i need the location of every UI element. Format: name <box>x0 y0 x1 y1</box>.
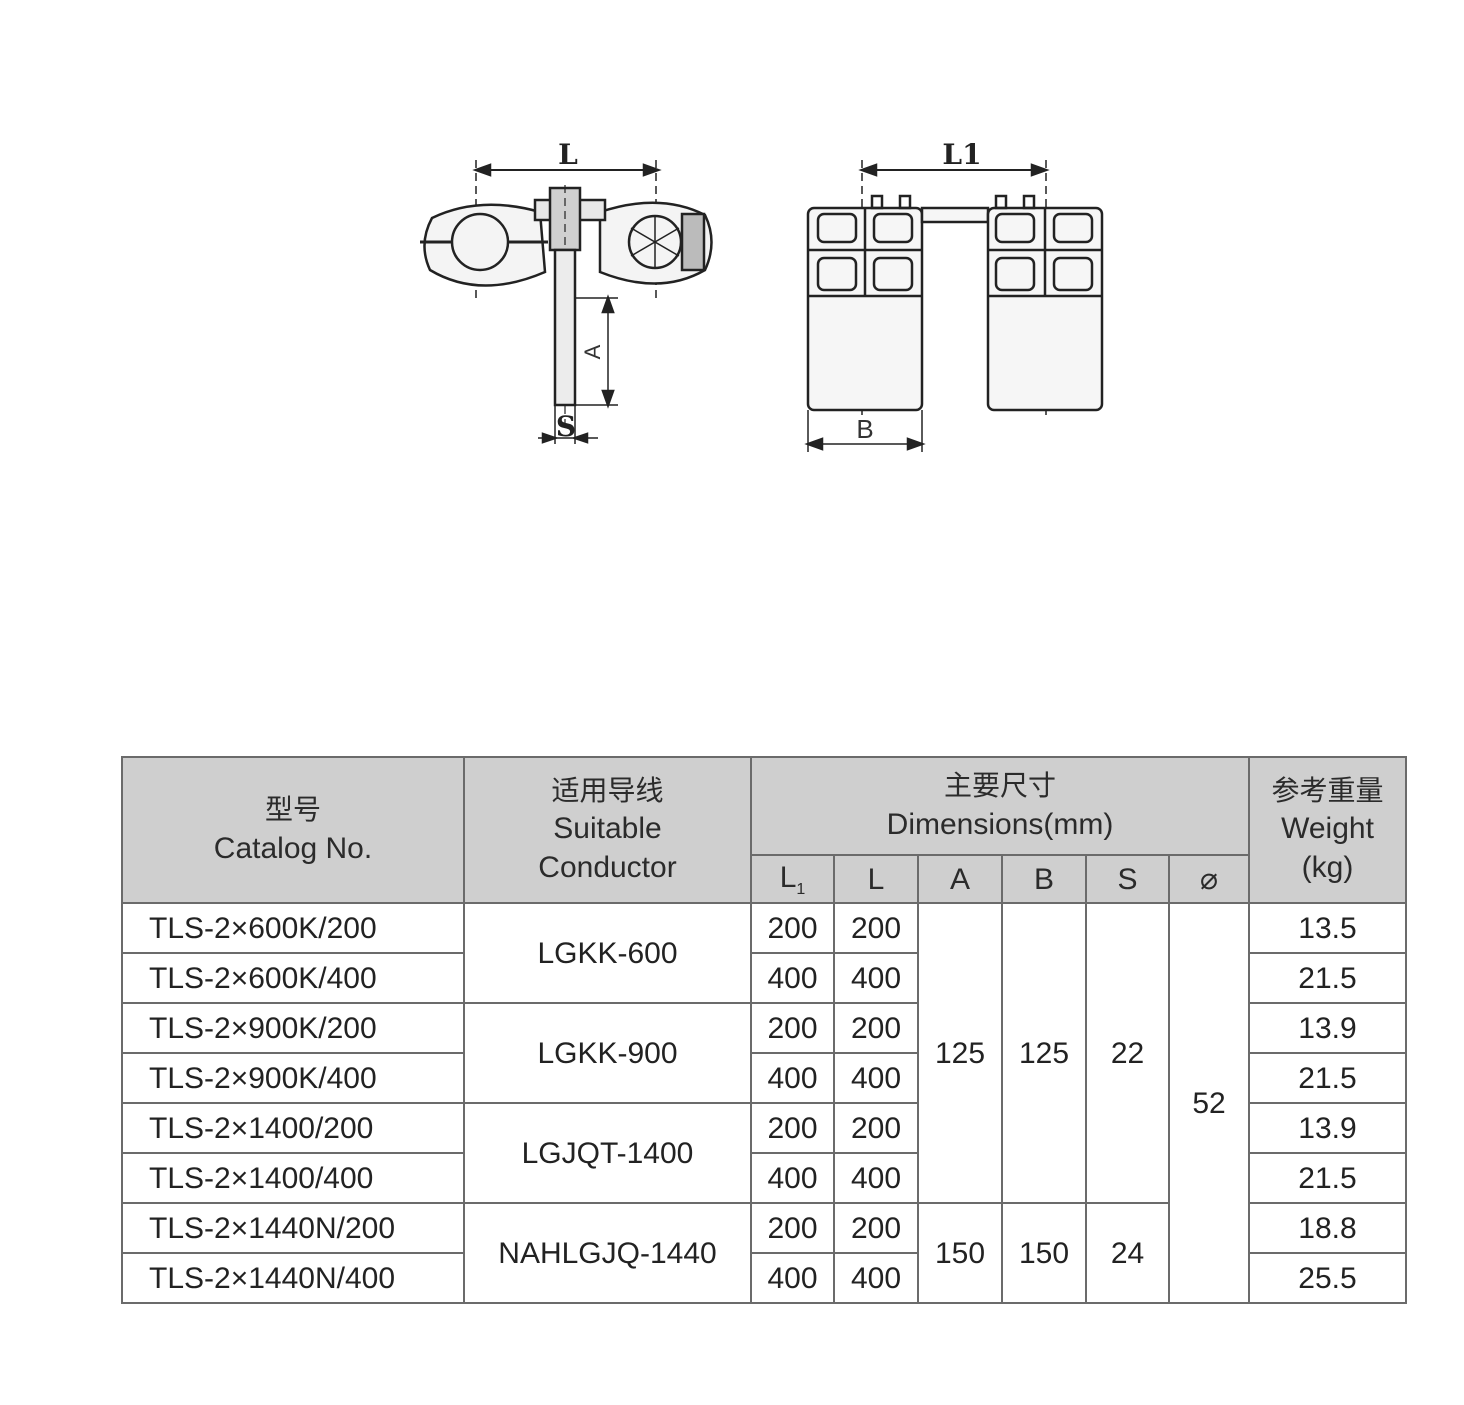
header-weight-en-1: Weight <box>1281 812 1374 846</box>
header-conductor-en-2: Conductor <box>538 851 677 885</box>
weight-cell: 25.5 <box>1248 1252 1407 1304</box>
weight-cell: 21.5 <box>1248 952 1407 1004</box>
clamp-technical-drawing: L A S L <box>420 138 1104 452</box>
model-cell: TLS-2×600K/400 <box>121 952 465 1004</box>
weight-cell: 21.5 <box>1248 1052 1407 1104</box>
B-cell: 150 <box>1001 1202 1087 1304</box>
L1-cell: 200 <box>750 1202 835 1254</box>
header-B: B <box>1001 854 1087 904</box>
dim-label-L: L <box>558 138 578 171</box>
model-cell: TLS-2×1400/200 <box>121 1102 465 1154</box>
A-cell: 125 <box>917 902 1003 1204</box>
header-weight: 参考重量 Weight (kg) <box>1248 756 1407 904</box>
L-cell: 400 <box>833 1252 919 1304</box>
L-cell: 400 <box>833 952 919 1004</box>
dim-label-S: S <box>556 410 576 443</box>
header-L1-subscript: 1 <box>796 880 806 898</box>
B-cell: 125 <box>1001 902 1087 1204</box>
L-cell: 200 <box>833 1102 919 1154</box>
header-phi: ⌀ <box>1168 854 1250 904</box>
side-view <box>420 160 713 444</box>
L1-cell: 400 <box>750 952 835 1004</box>
header-dimensions: 主要尺寸 Dimensions(mm) <box>750 756 1250 856</box>
table-row: TLS-2×1400/400 400 400 21.5 <box>121 1152 1407 1204</box>
conductor-cell: LGKK-600 <box>463 902 752 1004</box>
header-catalog-no: 型号 Catalog No. <box>121 756 465 904</box>
header-L1: L1 <box>750 854 835 904</box>
S-cell: 24 <box>1085 1202 1170 1304</box>
table-row: TLS-2×1440N/200 NAHLGJQ-1440 200 200 150… <box>121 1202 1407 1304</box>
L1-cell: 200 <box>750 902 835 954</box>
table-row: TLS-2×1440N/400 400 400 25.5 <box>121 1252 1407 1304</box>
weight-cell: 13.9 <box>1248 1002 1407 1054</box>
weight-cell: 18.8 <box>1248 1202 1407 1254</box>
L1-cell: 200 <box>750 1102 835 1154</box>
weight-cell: 13.9 <box>1248 1102 1407 1154</box>
L-cell: 200 <box>833 1002 919 1054</box>
header-dimensions-zh: 主要尺寸 <box>943 769 1056 803</box>
table-row: TLS-2×1400/200 LGJQT-1400 200 200 13.9 <box>121 1102 1407 1204</box>
header-L: L <box>833 854 919 904</box>
weight-cell: 21.5 <box>1248 1152 1407 1204</box>
dim-label-B: B <box>856 414 873 444</box>
L-cell: 200 <box>833 902 919 954</box>
header-weight-zh: 参考重量 <box>1271 773 1384 807</box>
L1-cell: 400 <box>750 1152 835 1204</box>
header-S: S <box>1085 854 1170 904</box>
phi-cell: 52 <box>1168 902 1250 1304</box>
L1-cell: 200 <box>750 1002 835 1054</box>
front-view <box>804 160 1104 452</box>
table-row: TLS-2×600K/200 LGKK-600 200 200 125 125 … <box>121 902 1407 1304</box>
header-suitable-conductor: 适用导线 Suitable Conductor <box>463 756 752 904</box>
L-cell: 400 <box>833 1052 919 1104</box>
header-L1-letter: L <box>779 860 797 894</box>
model-cell: TLS-2×900K/200 <box>121 1002 465 1054</box>
table-row: TLS-2×900K/400 400 400 21.5 <box>121 1052 1407 1104</box>
dim-label-A: A <box>580 344 605 359</box>
L1-cell: 400 <box>750 1252 835 1304</box>
L-cell: 200 <box>833 1202 919 1254</box>
header-conductor-zh: 适用导线 <box>551 773 664 807</box>
L1-cell: 400 <box>750 1052 835 1104</box>
model-cell: TLS-2×900K/400 <box>121 1052 465 1104</box>
model-cell: TLS-2×1440N/400 <box>121 1252 465 1304</box>
dim-label-L1: L1 <box>942 138 981 171</box>
header-A: A <box>917 854 1003 904</box>
L-cell: 400 <box>833 1152 919 1204</box>
table-row: TLS-2×600K/400 400 400 21.5 <box>121 952 1407 1004</box>
header-weight-en-2: (kg) <box>1301 851 1354 885</box>
weight-cell: 13.5 <box>1248 902 1407 954</box>
header-catalog-en: Catalog No. <box>213 831 373 865</box>
table-row: TLS-2×900K/200 LGKK-900 200 200 13.9 <box>121 1002 1407 1104</box>
specification-table: 型号 Catalog No. 适用导线 Suitable Conductor 主… <box>121 756 1407 1304</box>
conductor-cell: NAHLGJQ-1440 <box>463 1202 752 1304</box>
header-conductor-en-1: Suitable <box>553 812 662 846</box>
model-cell: TLS-2×600K/200 <box>121 902 465 954</box>
conductor-cell: LGKK-900 <box>463 1002 752 1104</box>
S-cell: 22 <box>1085 902 1170 1204</box>
model-cell: TLS-2×1440N/200 <box>121 1202 465 1254</box>
header-catalog-zh: 型号 <box>264 793 321 827</box>
A-cell: 150 <box>917 1202 1003 1304</box>
header-dimensions-en: Dimensions(mm) <box>886 807 1114 841</box>
conductor-cell: LGJQT-1400 <box>463 1102 752 1204</box>
model-cell: TLS-2×1400/400 <box>121 1152 465 1204</box>
